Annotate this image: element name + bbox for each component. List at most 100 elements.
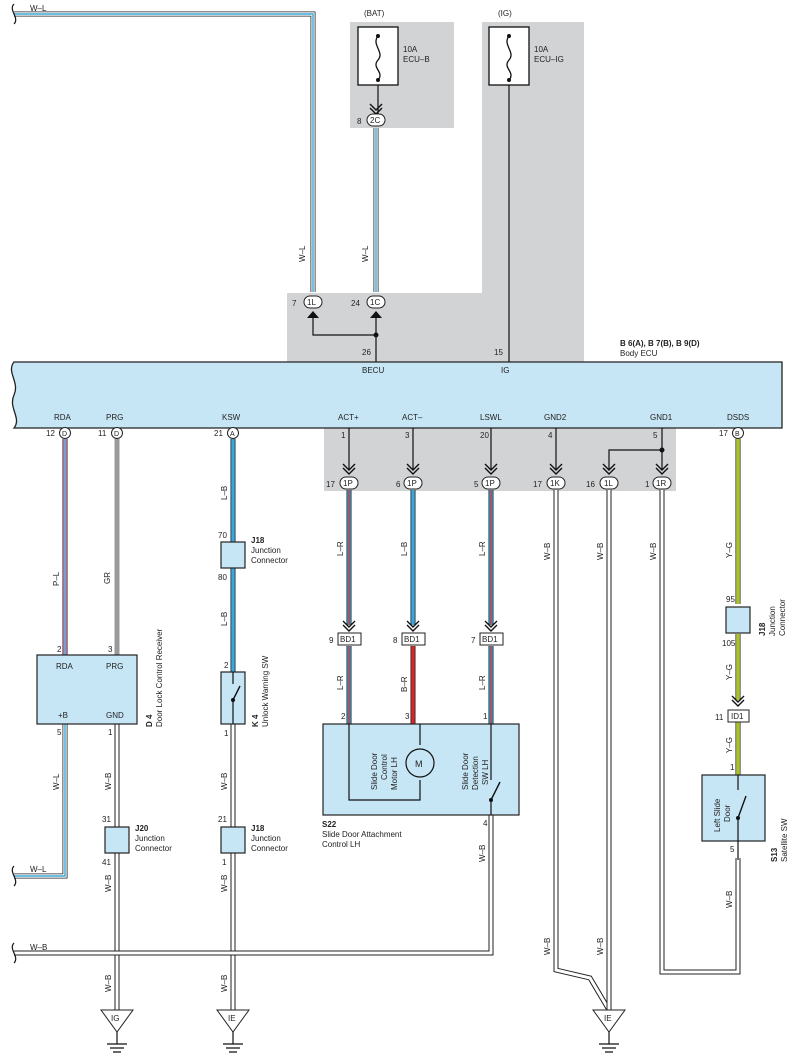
wire-wb-1l-label2: W–B: [596, 938, 605, 955]
s22-motor-circle: [405, 748, 435, 778]
pin-1r-id: 1R: [656, 479, 666, 488]
pin-1k: [546, 476, 566, 490]
ecu-num-prg: 11: [98, 429, 107, 438]
arrow-1p-b: [406, 463, 420, 475]
ecu-pin-26: 26: [362, 348, 371, 357]
ecu-label-gnd1: GND1: [650, 413, 673, 422]
j18-dsds-pin-in: 95: [726, 595, 735, 604]
d4-name: Door Lock Control Receiver: [155, 628, 164, 727]
wire-lr-e-label: L–R: [478, 675, 487, 690]
ecu-num-actm: 3: [405, 431, 410, 440]
ecu-label-rda: RDA: [54, 413, 72, 422]
s13-box: [701, 774, 766, 842]
break-marks: [11, 3, 17, 964]
j20-pin-out: 41: [102, 858, 111, 867]
d4-term-rda: RDA: [56, 662, 74, 671]
fuse-ig-source: (IG): [498, 9, 512, 18]
ecu-num-actp: 1: [341, 431, 346, 440]
bottom-wires: P–L GR L–B L–B L–R L–B L–R: [14, 428, 741, 1012]
wire-lb1-label: L–B: [220, 486, 229, 500]
ground-ie-2: IE: [592, 1009, 626, 1053]
ground-ie2-label: IE: [604, 1014, 612, 1023]
pin-1l-top: [303, 295, 323, 309]
j20-name2: Connector: [135, 844, 172, 853]
ground-ie1-symbol: [223, 1032, 243, 1053]
junction-j18-kgnd: 21 1 J18 Junction Connector: [218, 815, 288, 867]
fuse-bat-icon: [375, 35, 381, 81]
ecu-conn-dsds-id: B: [735, 431, 740, 438]
d4-box: [36, 654, 138, 725]
conn-1p-b: 1P 6: [396, 463, 423, 490]
ecu-num-lswl: 20: [480, 431, 489, 440]
s22-switch-dot: [489, 798, 493, 802]
pin-bd1-c: [479, 632, 504, 646]
pin-1p-b: [403, 476, 423, 490]
conn-1r: 1R 1: [645, 463, 672, 490]
ecu-num-gnd2: 4: [548, 431, 553, 440]
junction-dot-becu: [373, 332, 379, 338]
fuse-bat-name: ECU–B: [403, 55, 430, 64]
pin-1k-num: 17: [533, 480, 542, 489]
pin-bd1-a-id: BD1: [340, 635, 356, 644]
pin-id1: [727, 709, 750, 723]
j20-box: [104, 826, 130, 854]
wire-pl-label: P–L: [52, 571, 61, 586]
ecu-conn-ksw-id: A: [230, 431, 235, 438]
ecu-label-becu: BECU: [362, 366, 384, 375]
ecu-name: Body ECU: [620, 349, 658, 358]
wire-wl-d4-label: W–L: [52, 773, 61, 790]
k4-name: Unlock Warning SW: [261, 655, 270, 727]
pin-1p-c: [481, 476, 501, 490]
ground-ie-1: IE: [216, 1009, 250, 1053]
ecu-label-ksw: KSW: [222, 413, 241, 422]
s22-motor-symbol: M: [415, 759, 423, 769]
ecu-label-actp: ACT+: [338, 413, 359, 422]
ground-ig-label: IG: [111, 1014, 119, 1023]
j18-kgnd-name2: Connector: [251, 844, 288, 853]
ecu-num-dsds: 17: [719, 429, 728, 438]
ground-ie1-label: IE: [228, 1014, 236, 1023]
s22-motor-loop: [348, 724, 421, 801]
pin-1c: [366, 295, 386, 309]
s22-motor-l3: Motor LH: [390, 757, 399, 790]
s22-motor-l1: Slide Door: [370, 752, 379, 790]
pin-1p-c-num: 5: [474, 480, 479, 489]
d4-code: D 4: [145, 714, 154, 727]
s22-pin-3: 1: [483, 712, 488, 721]
pin-1c-id: 1C: [370, 298, 380, 307]
pin-1l-num: 16: [586, 480, 595, 489]
fuse-ig-dot: [507, 34, 511, 38]
s13-code: S13: [770, 847, 779, 862]
wire-wb-1r-label: W–B: [649, 543, 658, 560]
s22-switch-arm: [490, 781, 501, 801]
pin-1p-c-id: 1P: [485, 479, 495, 488]
wire-wl-d4-white: [14, 724, 67, 878]
j18-dsds-name2: Connector: [778, 599, 787, 636]
k4-switch-arm: [232, 685, 241, 701]
pin-2c-num: 8: [357, 117, 362, 126]
wire-wl-top-blue: [14, 13, 314, 292]
d4-pin-rda: 2: [57, 645, 62, 654]
pin-1l-top-num: 7: [292, 299, 297, 308]
wire-lr-d-label: L–R: [336, 675, 345, 690]
k4-code: K 4: [251, 714, 260, 727]
j18-ksw-name1: Junction: [251, 546, 281, 555]
arrow-1l: [602, 463, 616, 475]
ecu-label-actm: ACT–: [402, 413, 423, 422]
pin-bd1-b: [401, 632, 426, 646]
arrow-bd1-b: [406, 620, 420, 632]
ecu-label-gnd2: GND2: [544, 413, 567, 422]
ecu-label-dsds: DSDS: [727, 413, 749, 422]
d4-term-gnd: GND: [106, 711, 124, 720]
k4-switch-dot: [231, 698, 235, 702]
wire-yg1-label: Y–G: [725, 542, 734, 558]
pin-1r-num: 1: [645, 480, 650, 489]
k4-pin-in: 2: [224, 661, 229, 670]
junction-j20: 31 41 J20 Junction Connector: [102, 815, 172, 867]
wire-wb-1k-outer: [553, 490, 612, 1012]
pin-1p-b-num: 6: [396, 480, 401, 489]
pin-1p-a: [339, 476, 359, 490]
ecu-label-prg: PRG: [106, 413, 123, 422]
junction-j18-dsds: 95 105 J18 Junction Connector: [722, 595, 787, 648]
s22-pin-4: 4: [483, 819, 488, 828]
